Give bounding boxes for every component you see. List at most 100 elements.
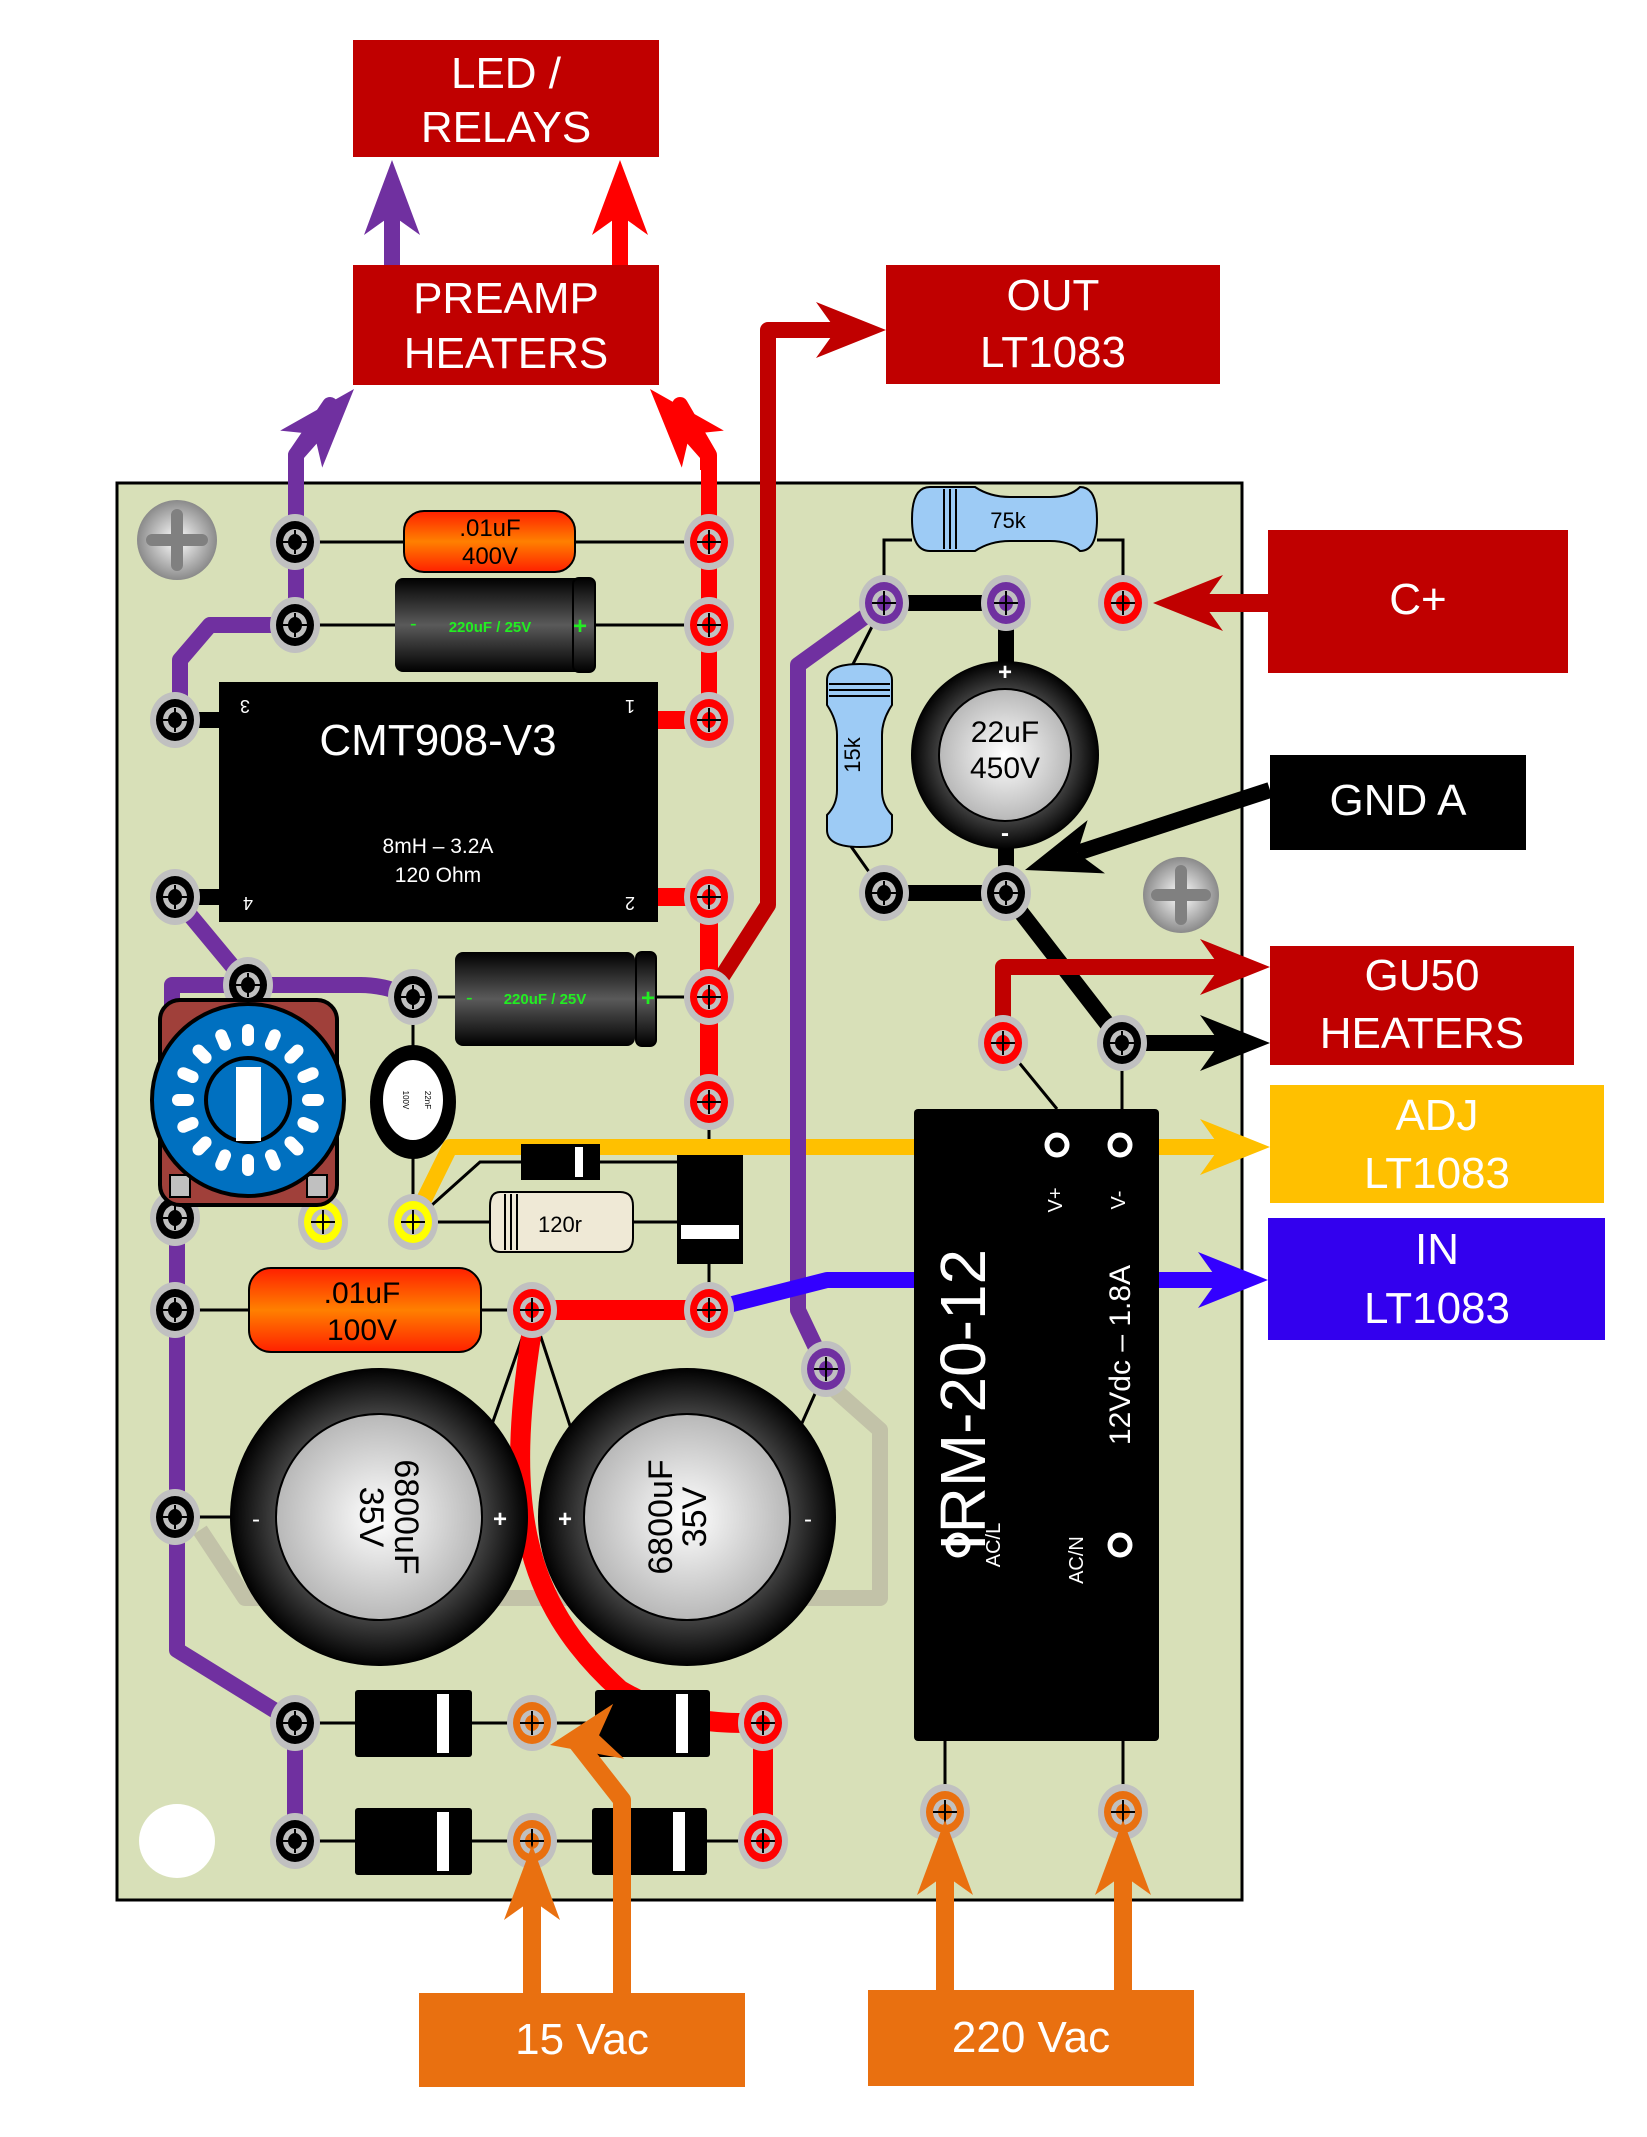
label-line: LT1083 [1364, 1284, 1510, 1333]
pad [1097, 1015, 1147, 1071]
label-line: GU50 [1365, 951, 1480, 1000]
smps-name: IRM-20-12 [927, 1249, 999, 1551]
pad [388, 1194, 438, 1250]
cap-film-top: .01uF 400V [403, 510, 576, 573]
label-line: PREAMP [413, 274, 599, 323]
pad [270, 514, 320, 570]
ground-plane-outline [193, 1384, 888, 1606]
pad [981, 865, 1031, 921]
rotary-tick [297, 1067, 319, 1084]
plus-sign: + [641, 985, 655, 1012]
label-line: LT1083 [980, 328, 1126, 377]
rotary-tick [297, 1116, 319, 1133]
pad [738, 1813, 788, 1869]
pad [981, 575, 1031, 631]
arrow-purple-led [364, 160, 420, 265]
minus-sign: - [1001, 820, 1009, 847]
pad [150, 1489, 200, 1545]
resistor-75k: 75k [910, 485, 1099, 553]
label-15vac: 15 Vac [419, 1993, 745, 2087]
trace-purple-choke [172, 617, 304, 728]
pin-label: AC/N [1066, 1536, 1088, 1584]
cap-value: .01uF [459, 515, 520, 542]
pad [920, 1784, 970, 1840]
pad [684, 597, 734, 653]
choke-spec: 8mH – 3.2A [383, 835, 494, 858]
plus-sign: + [998, 659, 1012, 686]
arrow-c-plus [1153, 575, 1268, 631]
pad [684, 869, 734, 925]
label-line: ADJ [1395, 1091, 1478, 1140]
label-line: IN [1415, 1225, 1459, 1274]
label-line: RELAYS [421, 103, 591, 152]
pad [270, 597, 320, 653]
arrow-gu50-black [1180, 1015, 1270, 1071]
cap-voltage: 400V [462, 543, 518, 570]
pad [859, 575, 909, 631]
arrow-in [1159, 1252, 1268, 1308]
pin-label: 4 [243, 893, 253, 913]
label-gnd-a: GND A [1270, 755, 1526, 850]
cap-label: 220uF / 25V [504, 991, 587, 1008]
arrow-adj [1159, 1119, 1270, 1175]
pin-label: AC/L [983, 1523, 1005, 1567]
label-c-plus: C+ [1268, 530, 1568, 673]
plus-sign: + [573, 613, 587, 640]
pad [1098, 575, 1148, 631]
label-line: HEATERS [404, 329, 609, 378]
choke-name: CMT908-V3 [319, 716, 556, 765]
disc-cap-voltage: 100V [401, 1091, 410, 1110]
pad [507, 1695, 557, 1751]
cap-film-bottom: .01uF 100V [248, 1267, 482, 1353]
rotary-switch [150, 998, 346, 1207]
label-preamp-heaters: PREAMP HEATERS [353, 265, 659, 385]
rotary-tick [177, 1067, 199, 1084]
cap-value: 22uF [971, 716, 1039, 749]
rotary-tick [264, 1149, 281, 1171]
label-line: LED / [451, 49, 562, 98]
pin-label: 1 [625, 696, 635, 716]
resistor-value: 15k [840, 736, 865, 772]
cap-value: .01uF [324, 1277, 401, 1310]
cap-electrolytic-top: - 220uF / 25V + [395, 577, 596, 673]
pad [684, 692, 734, 748]
arrows [280, 160, 1273, 1993]
pad [1098, 1784, 1148, 1840]
rotary-tick [264, 1029, 281, 1051]
smps-irm-20-12: IRM-20-12 12Vdc – 1.8A V+ V- AC/L AC/N [914, 1109, 1159, 1741]
cap-voltage: 35V [676, 1486, 714, 1547]
pad [150, 1282, 200, 1338]
cap-electrolytic-mid: - 220uF / 25V + [455, 951, 657, 1047]
cap-hv: 22uF 450V + - [911, 659, 1099, 849]
cap-voltage: 100V [327, 1314, 397, 1347]
minus-sign: - [804, 1506, 812, 1533]
minus-sign: - [466, 987, 473, 1009]
cap-voltage: 35V [352, 1487, 390, 1548]
pin-label: 3 [240, 696, 250, 716]
pad [150, 869, 200, 925]
pad [738, 1695, 788, 1751]
resistor-value: 120r [538, 1212, 582, 1237]
cap-label: 220uF / 25V [449, 619, 532, 636]
rotary-tick [284, 1044, 304, 1064]
cap-value: 6800uF [387, 1459, 425, 1574]
resistor-value: 75k [990, 508, 1026, 533]
pad [507, 1282, 557, 1338]
label-line: HEATERS [1320, 1009, 1525, 1058]
pad [270, 1695, 320, 1751]
label-led-relays: LED / RELAYS [353, 40, 659, 157]
pad [507, 1813, 557, 1869]
rotary-tick [192, 1136, 212, 1156]
rotary-tick [177, 1116, 199, 1133]
rotary-tick [192, 1044, 212, 1064]
rotary-tick [242, 1024, 254, 1046]
choke-impedance: 120 Ohm [395, 864, 481, 887]
label-in-lt1083: IN LT1083 [1268, 1218, 1605, 1340]
rotary-tick [242, 1154, 254, 1176]
rotary-ticks [172, 1024, 324, 1176]
arrow-15vac-a [504, 1845, 560, 1993]
label-line: C+ [1389, 575, 1446, 624]
cap-value: 6800uF [642, 1459, 680, 1574]
pin-label: 2 [625, 893, 635, 913]
arrow-gu50-red [1180, 939, 1270, 995]
